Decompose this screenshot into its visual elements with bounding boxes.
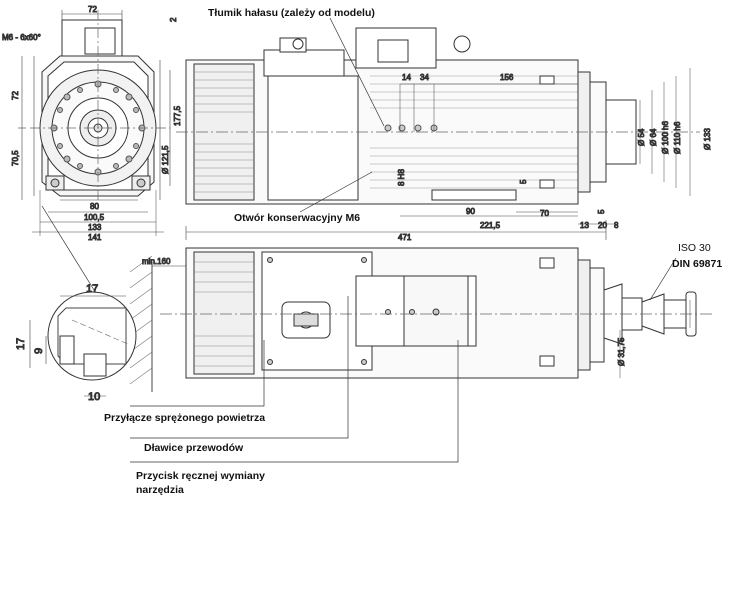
dim-13: 13 <box>580 221 589 230</box>
dim-detail-17-top: 17 <box>86 283 98 295</box>
dim-detail-10: 10 <box>88 391 100 403</box>
dim-diameter-54: Ø 54 <box>637 128 646 146</box>
dim-min-160: min.160 <box>142 257 171 266</box>
dim-70: 70 <box>540 209 549 218</box>
standard-din: DIN 69871 <box>672 258 723 270</box>
bottom-view <box>129 247 712 463</box>
dim-detail-17-left: 17 <box>15 338 27 350</box>
dim-14: 14 <box>402 73 411 82</box>
dim-diameter-133: Ø 133 <box>703 128 712 150</box>
dim-90: 90 <box>466 207 475 216</box>
callout-cable-glands: Dławice przewodów <box>144 442 244 454</box>
front-view <box>18 10 171 236</box>
standard-iso: ISO 30 <box>678 242 711 254</box>
dim-front-top-width: 72 <box>88 5 97 14</box>
dim-detail-9: 9 <box>33 348 45 354</box>
callout-silencer: Tłumik hałasu (zależy od modelu) <box>208 7 375 19</box>
dim-8-h8: 8 H8 <box>397 169 406 186</box>
dim-diameter-110-h6: Ø 110 h6 <box>673 121 682 154</box>
dim-8: 8 <box>614 221 619 230</box>
dim-20: 20 <box>598 221 607 230</box>
dim-5-flange: 5 <box>597 209 606 214</box>
dim-width-80: 80 <box>90 202 99 211</box>
dim-width-100-5: 100,5 <box>84 213 105 222</box>
dim-height-top: 72 <box>11 91 20 100</box>
callout-air-connector: Przyłącze sprężonego powietrza <box>104 412 266 424</box>
callout-service-hole: Otwór konserwacyjny M6 <box>234 212 361 224</box>
dim-34: 34 <box>420 73 429 82</box>
dim-diameter-64: Ø 64 <box>649 128 658 146</box>
dim-thread: M6 - 6x60° <box>2 33 41 42</box>
keyway-detail <box>29 205 137 397</box>
dim-diameter-31-75: Ø 31,75 <box>617 337 626 366</box>
dim-177-5: 177,5 <box>173 105 182 126</box>
dim-small-2: 2 <box>169 17 178 22</box>
dim-5-side: 5 <box>519 179 528 184</box>
dim-width-133: 133 <box>88 223 102 232</box>
dim-diameter-121-5: Ø 121,5 <box>161 145 170 174</box>
dim-221-5: 221,5 <box>480 221 501 230</box>
dim-height-bottom: 70,5 <box>11 150 20 166</box>
dim-156: 156 <box>500 73 514 82</box>
dim-diameter-100-h6: Ø 100 h6 <box>661 121 670 154</box>
dim-width-141: 141 <box>88 233 102 242</box>
dim-471: 471 <box>398 233 412 242</box>
callout-tool-change-button: Przycisk ręcznej wymiany narzędzia <box>136 470 265 496</box>
side-view <box>176 17 700 240</box>
